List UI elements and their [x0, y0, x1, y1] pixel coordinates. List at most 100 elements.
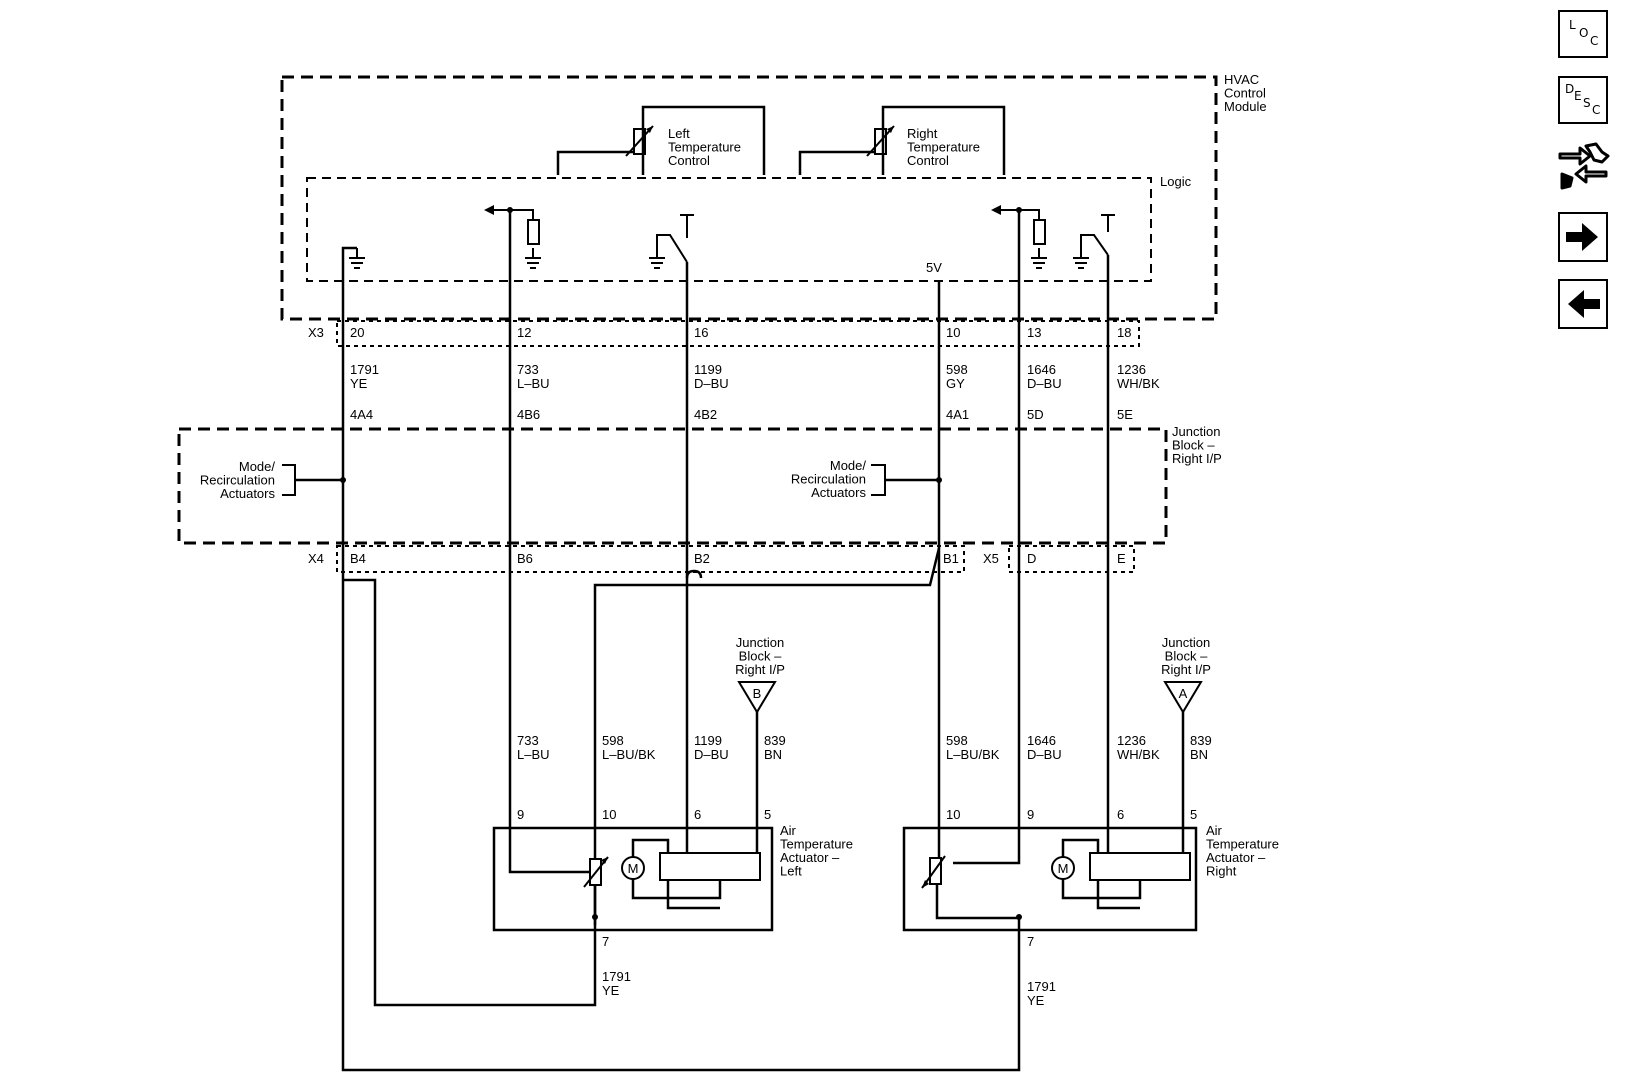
- jb-bottom-pin: B1: [943, 551, 959, 566]
- wire-circuit: 733: [517, 733, 539, 748]
- logic-box: [306, 177, 1152, 282]
- left-motor-loop: [631, 865, 722, 900]
- wire-color: L–BU/BK: [946, 747, 1000, 762]
- wire-circuit: 733: [517, 362, 539, 377]
- back-button[interactable]: [1558, 279, 1608, 329]
- connector-icon: [1558, 142, 1610, 190]
- v5-label: 5V: [926, 260, 942, 275]
- jb-ref-right-letter: A: [1179, 686, 1188, 701]
- hvac-module-box: [280, 75, 1218, 321]
- jb-ref-left-letter: B: [753, 686, 762, 701]
- wire-733: [508, 210, 590, 874]
- pullup-resistor-left: [527, 219, 540, 245]
- left-ground-circuit: 1791: [602, 969, 631, 984]
- left-temp-pot: [633, 128, 646, 155]
- hvac-pin: 16: [694, 325, 708, 340]
- wire-circuit: 1236: [1117, 362, 1146, 377]
- left-ground-pin: 7: [602, 934, 609, 949]
- right-motor: [1051, 856, 1075, 880]
- wire-circuit: 1199: [694, 362, 722, 377]
- hvac-pin: 18: [1117, 325, 1131, 340]
- right-motor-loop: [1061, 865, 1142, 900]
- right-actuator-driver: [1089, 852, 1191, 881]
- jb-bottom-pin: E: [1117, 551, 1126, 566]
- right-actuator-inner: [935, 885, 1019, 920]
- right-motor-top: [1061, 838, 1140, 910]
- wire-color: D–BU: [1027, 376, 1062, 391]
- logic-ground-2: [525, 248, 541, 269]
- wire-color: YE: [350, 376, 368, 391]
- jb-bottom-pin: D: [1027, 551, 1036, 566]
- wire-color: D–BU: [1027, 747, 1062, 762]
- jb-top-pin: 4B6: [517, 407, 540, 422]
- wire-1646: [953, 210, 1021, 865]
- right-temp-pot: [874, 128, 887, 155]
- jb-bottom-pin: B6: [517, 551, 533, 566]
- wire-color: D–BU: [694, 376, 729, 391]
- connector-button[interactable]: [1556, 138, 1610, 192]
- wire-color: L–BU/BK: [602, 747, 656, 762]
- hvac-pin: 12: [517, 325, 531, 340]
- location-button[interactable]: L O C: [1558, 10, 1608, 58]
- right-ground-color: YE: [1027, 993, 1045, 1008]
- logic-label: Logic: [1160, 174, 1192, 189]
- wire-1791-left: [343, 578, 597, 1007]
- jb-top-pin: 4A4: [350, 407, 373, 422]
- wire-circuit: 1791: [350, 362, 379, 377]
- right-actuator-box: [902, 826, 1198, 932]
- left-motor-label: M: [628, 861, 639, 876]
- wire-circuit: 598: [946, 362, 968, 377]
- wire-circuit: 839: [1190, 733, 1212, 748]
- right-actuator-pin: 6: [1117, 807, 1124, 822]
- x5-connector-box: [1008, 545, 1135, 573]
- wire-color: BN: [1190, 747, 1208, 762]
- right-ground-circuit: 1791: [1027, 979, 1056, 994]
- right-actuator-pin: 5: [1190, 807, 1197, 822]
- wire-circuit: 839: [764, 733, 786, 748]
- left-actuator-pin: 9: [517, 807, 524, 822]
- jb-top-pin: 5E: [1117, 407, 1133, 422]
- wire-circuit: 1646: [1027, 733, 1056, 748]
- wire-color: WH/BK: [1117, 376, 1160, 391]
- x3-label: X3: [308, 325, 324, 340]
- left-actuator-pin: 10: [602, 807, 616, 822]
- logic-ground-3: [649, 248, 665, 269]
- wire-color: L–BU: [517, 747, 550, 762]
- hvac-pin: 20: [350, 325, 364, 340]
- right-actuator-pot: [929, 857, 942, 885]
- left-motor-top: [631, 838, 720, 910]
- jb-bottom-pin: B2: [694, 551, 710, 566]
- signal-arrow-right: [991, 205, 1001, 215]
- wire-circuit: 1236: [1117, 733, 1146, 748]
- right-ground-pin: 7: [1027, 934, 1034, 949]
- wire-circuit: 1199: [694, 733, 722, 748]
- left-actuator-pin: 6: [694, 807, 701, 822]
- signal-arrow-left: [484, 205, 494, 215]
- left-actuator-box: [492, 826, 774, 932]
- left-actuator-pin: 5: [764, 807, 771, 822]
- switch-right: [1080, 234, 1109, 256]
- description-button[interactable]: D E S C: [1558, 76, 1608, 124]
- wire-circuit: 598: [602, 733, 624, 748]
- pullup-resistor-right: [1033, 219, 1046, 245]
- left-ground-color: YE: [602, 983, 620, 998]
- wire-color: L–BU: [517, 376, 550, 391]
- left-actuator-driver: [659, 852, 761, 881]
- mode-right-bracket: [871, 464, 886, 496]
- next-arrow-icon: [1566, 223, 1598, 251]
- jb-top-pin: 5D: [1027, 407, 1044, 422]
- left-temp-control-wire: [556, 150, 634, 175]
- wire-circuit: 1646: [1027, 362, 1056, 377]
- jb-ref-left-triangle: [737, 681, 777, 714]
- hvac-pin: 10: [946, 325, 960, 340]
- next-button[interactable]: [1558, 212, 1608, 262]
- wire-598: [593, 280, 941, 917]
- jb-ref-right-triangle: [1163, 681, 1203, 714]
